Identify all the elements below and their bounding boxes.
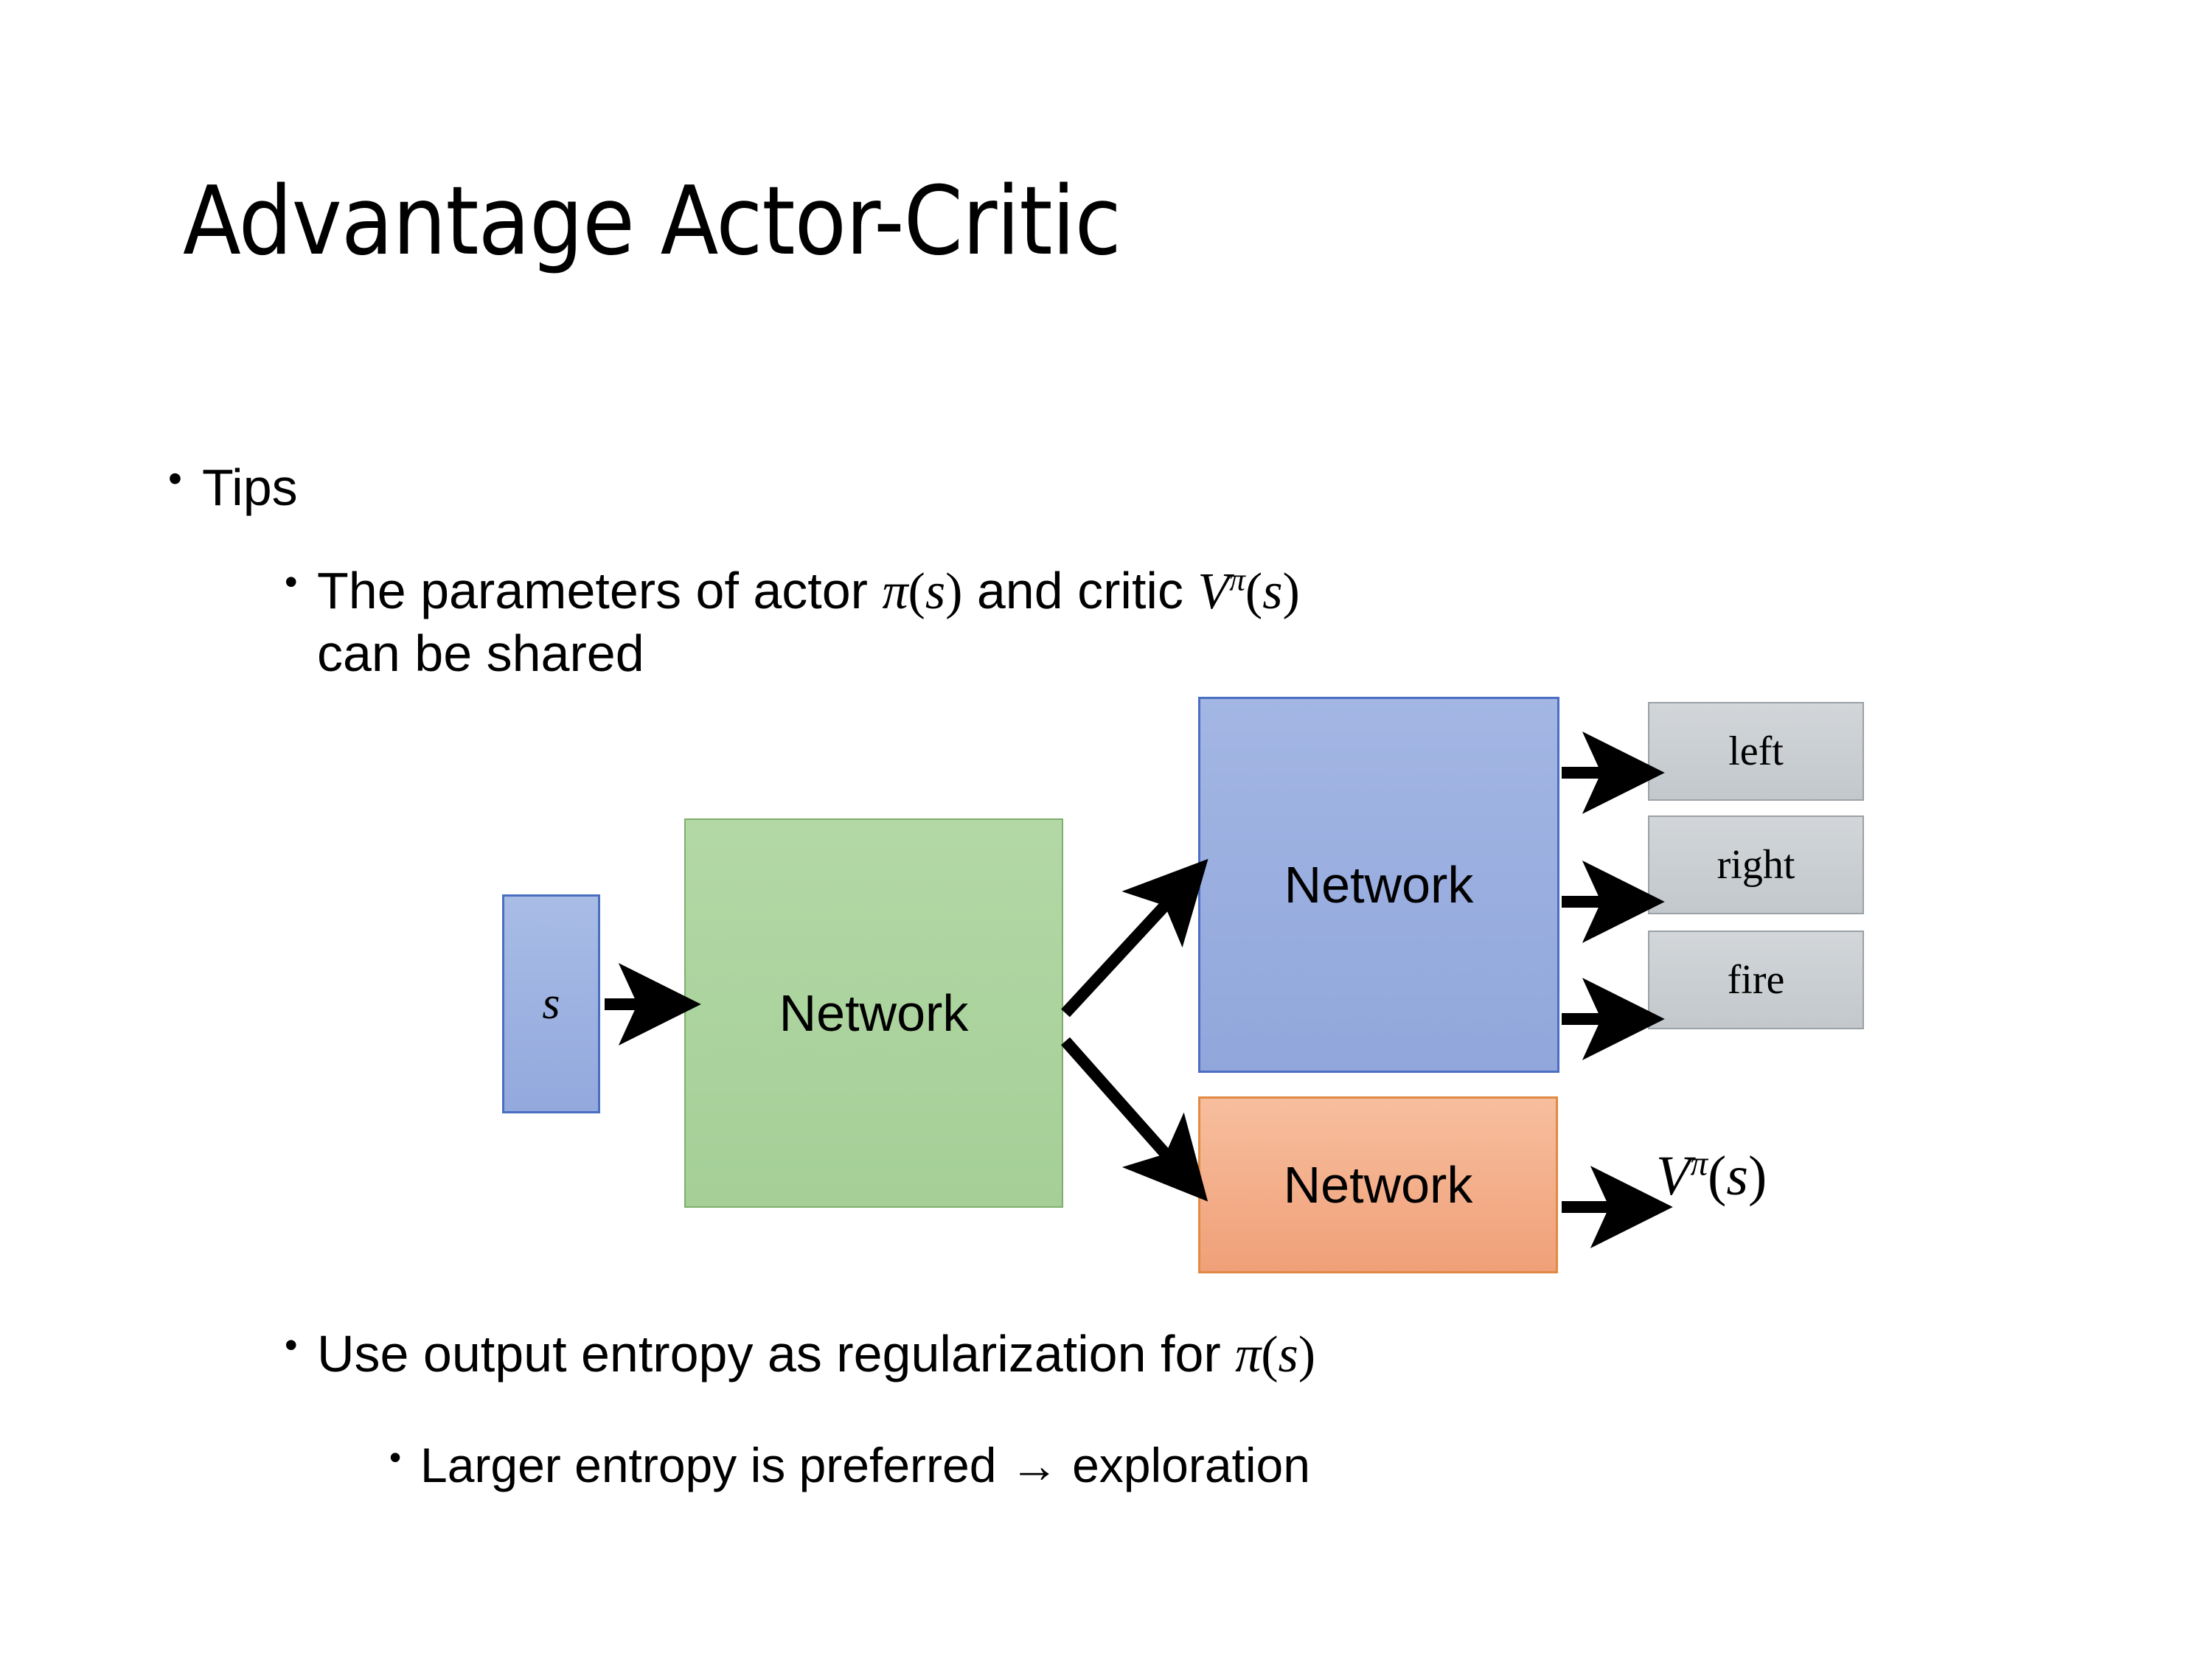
shared-text-part2: and critic <box>962 562 1198 619</box>
glyph-pi: π <box>1235 1326 1262 1383</box>
value-output-label: Vπ(s) <box>1656 1144 1767 1208</box>
action-output-right: right <box>1648 815 1864 914</box>
shared-network-label: Network <box>779 984 969 1042</box>
actor-network-label: Network <box>1284 856 1474 914</box>
bullet-exploration: • Larger entropy is preferred → explorat… <box>389 1438 1310 1494</box>
bullet-entropy-regularization: • Use output entropy as regularization f… <box>285 1324 1315 1385</box>
glyph-pi-superscript: π <box>1229 562 1245 598</box>
action-output-left: left <box>1648 702 1864 801</box>
glyph-V: V <box>1656 1145 1691 1207</box>
glyph-s: s <box>925 563 946 620</box>
actor-network-node: Network <box>1198 697 1559 1073</box>
shared-network-node: Network <box>684 818 1063 1208</box>
state-node-label: s <box>542 978 560 1029</box>
action-output-label: left <box>1728 728 1784 774</box>
action-output-fire: fire <box>1648 931 1864 1029</box>
critic-network-node: Network <box>1198 1096 1558 1273</box>
bullet-marker-icon: • <box>389 1438 402 1476</box>
arrow-shared-to-critic <box>1061 1037 1208 1202</box>
bullet-exploration-label: Larger entropy is preferred → exploratio… <box>420 1438 1310 1492</box>
shared-text-part3: can be shared <box>317 624 644 682</box>
bullet-tips: • Tips <box>168 459 298 516</box>
bullet-marker-icon: • <box>168 456 182 501</box>
glyph-close-paren: ) <box>1747 1145 1767 1207</box>
bullet-shared-label: The parameters of actor π(s) and critic … <box>317 560 1438 684</box>
glyph-s: s <box>1262 563 1283 620</box>
page-title: Advantage Actor-Critic <box>183 167 1121 276</box>
entropy-text-part1: Use output entropy as regularization for <box>317 1325 1236 1382</box>
glyph-pi: π <box>882 563 908 620</box>
glyph-s: s <box>1278 1326 1298 1383</box>
glyph-pi-superscript: π <box>1690 1144 1708 1183</box>
state-node: s <box>502 894 600 1113</box>
bullet-entropy-label: Use output entropy as regularization for… <box>317 1324 1315 1385</box>
bullet-shared-parameters: • The parameters of actor π(s) and criti… <box>285 560 1464 684</box>
glyph-s: s <box>1726 1145 1748 1207</box>
glyph-V: V <box>1197 563 1230 620</box>
math-pi-of-s: π(s) <box>882 563 962 620</box>
glyph-open-paren: ( <box>1261 1326 1279 1383</box>
shared-text-part1: The parameters of actor <box>317 562 883 619</box>
math-v-pi-of-s: Vπ(s) <box>1656 1145 1767 1207</box>
glyph-close-paren: ) <box>945 563 963 620</box>
action-output-label: right <box>1717 842 1795 888</box>
bullet-tips-label: Tips <box>202 459 298 516</box>
glyph-close-paren: ) <box>1298 1326 1316 1383</box>
bullet-marker-icon: • <box>285 561 298 602</box>
glyph-open-paren: ( <box>908 563 925 620</box>
critic-network-label: Network <box>1283 1156 1473 1214</box>
glyph-open-paren: ( <box>1708 1145 1727 1207</box>
action-output-label: fire <box>1727 957 1785 1003</box>
math-v-pi-of-s: Vπ(s) <box>1197 563 1299 620</box>
glyph-close-paren: ) <box>1282 563 1300 620</box>
glyph-open-paren: ( <box>1245 563 1263 620</box>
bullet-marker-icon: • <box>285 1324 298 1366</box>
math-pi-of-s: π(s) <box>1235 1326 1315 1383</box>
arrow-shared-to-actor <box>1061 858 1208 1018</box>
